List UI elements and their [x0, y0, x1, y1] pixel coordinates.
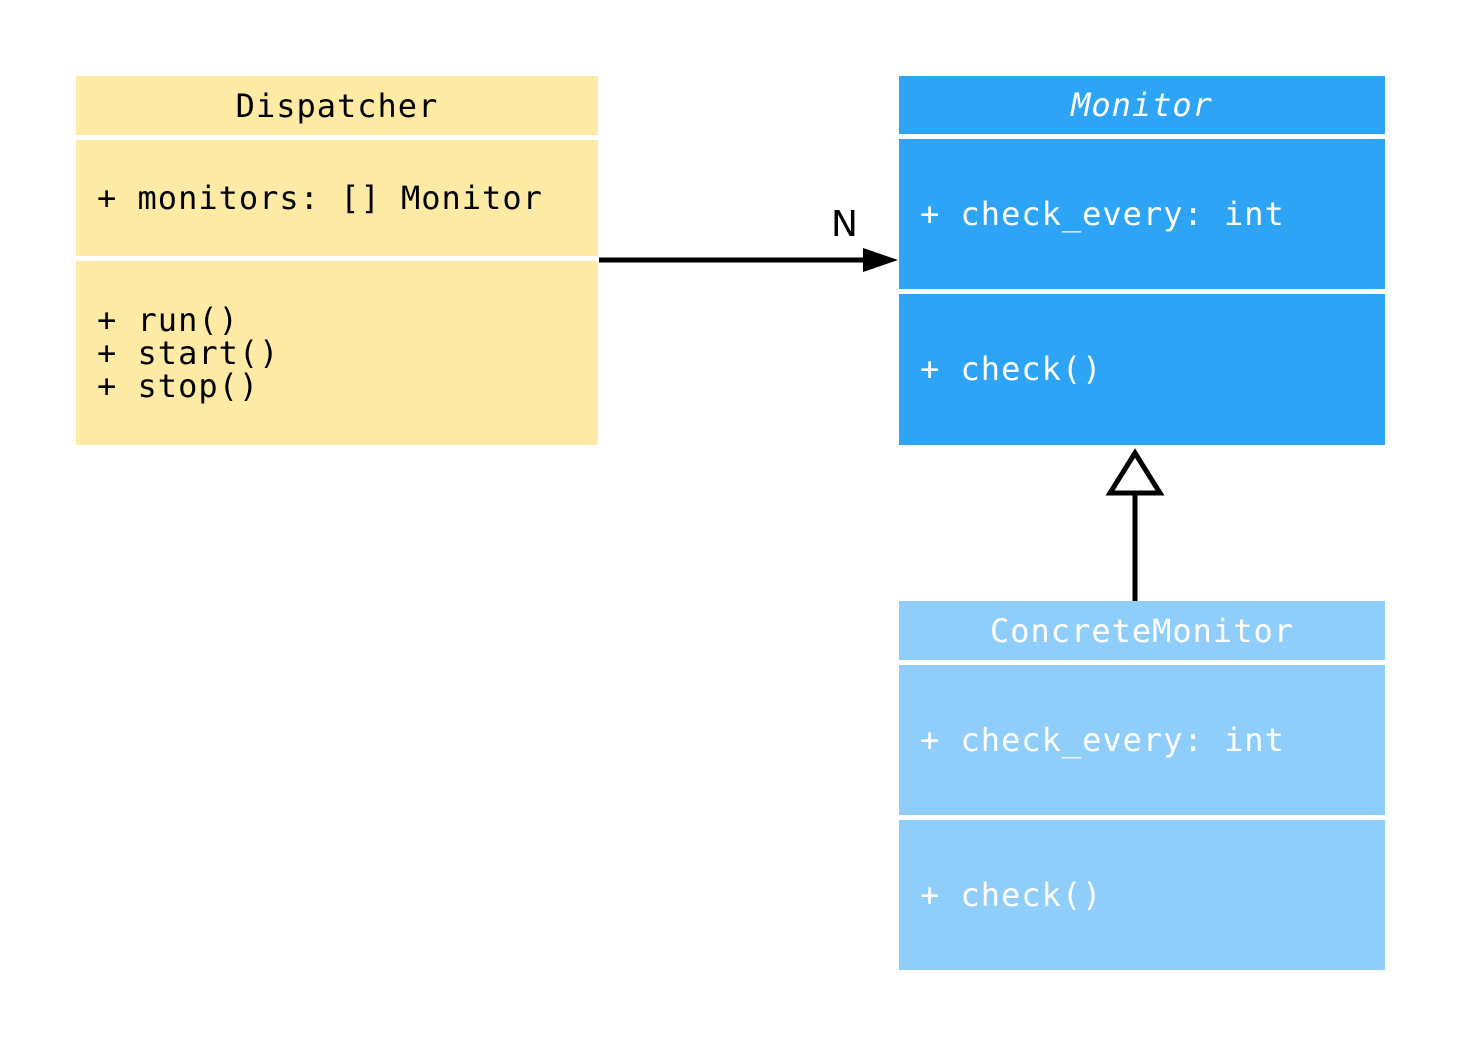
dispatcher-attributes-compartment: + monitors: [] Monitor [76, 140, 598, 256]
class-name-monitor: Monitor [899, 76, 1385, 134]
class-box-dispatcher: Dispatcher + monitors: [] Monitor + run(… [76, 76, 598, 445]
attribute-check-every: + check_every: int [920, 720, 1285, 759]
method-check: + check() [920, 350, 1103, 388]
dispatcher-methods-compartment: + run() + start() + stop() [76, 261, 598, 445]
concrete-monitor-methods-compartment: + check() [899, 820, 1385, 970]
class-name-dispatcher: Dispatcher [76, 76, 598, 135]
class-box-monitor: Monitor + check_every: int + check() [899, 76, 1385, 445]
attribute-check-every: + check_every: int [920, 194, 1285, 233]
inheritance-triangle-icon [1105, 448, 1165, 496]
method-run: + run() [97, 300, 239, 339]
monitor-methods-compartment: + check() [899, 294, 1385, 445]
method-start: + start() [97, 333, 280, 372]
association-multiplicity-label: N [831, 204, 858, 245]
association-arrowhead-icon [863, 248, 898, 272]
class-box-concrete-monitor: ConcreteMonitor + check_every: int + che… [899, 601, 1385, 970]
monitor-attributes-compartment: + check_every: int [899, 139, 1385, 289]
concrete-monitor-attributes-compartment: + check_every: int [899, 665, 1385, 815]
class-name-concrete-monitor: ConcreteMonitor [899, 601, 1385, 660]
attribute-monitors: + monitors: [] Monitor [97, 178, 543, 217]
method-stop: + stop() [97, 366, 260, 405]
method-check: + check() [920, 875, 1103, 914]
